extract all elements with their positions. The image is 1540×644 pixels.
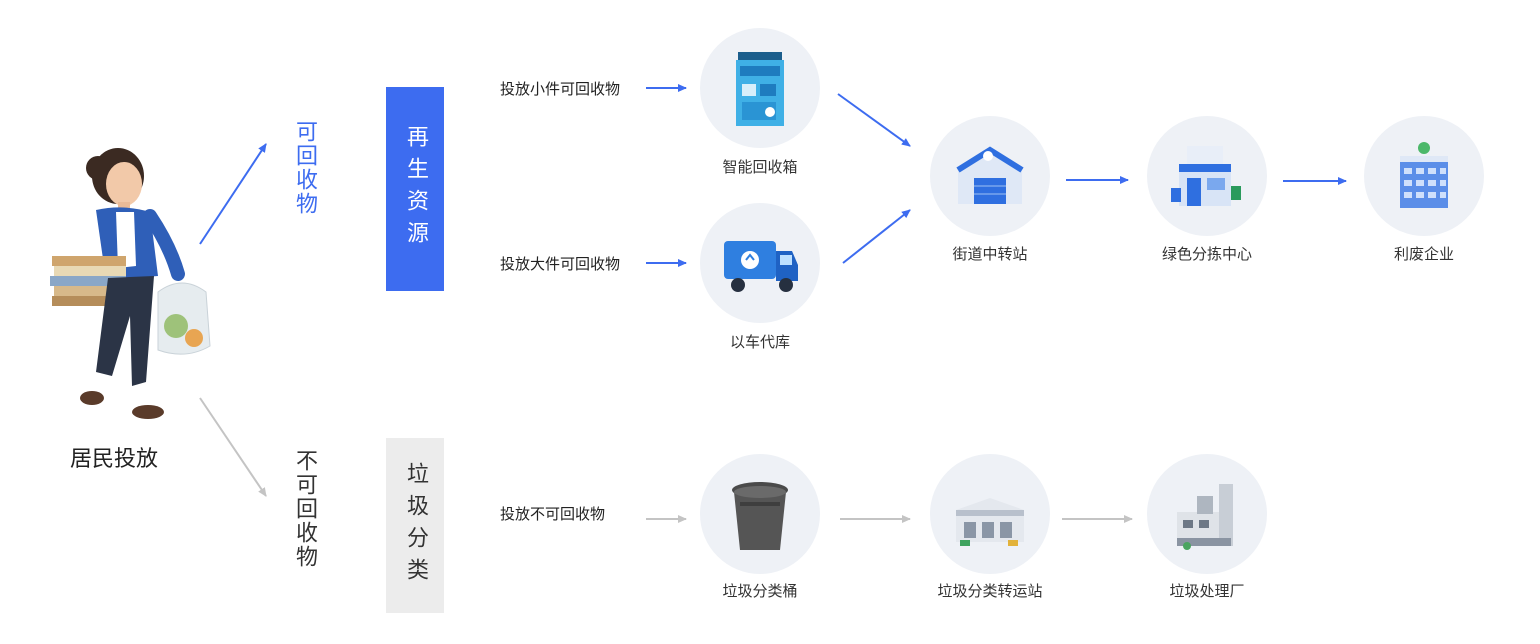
- nonrecyclable-label: 不可回收物: [292, 449, 317, 569]
- street-station-node: [930, 116, 1050, 236]
- sorting-center-node: [1147, 116, 1267, 236]
- route-nonrecyclable: 投放不可回收物: [500, 505, 606, 523]
- enterprise-node: [1364, 116, 1484, 236]
- sorting-center-label: 绿色分拣中心: [1161, 245, 1252, 263]
- smart-box-label: 智能回收箱: [722, 158, 798, 176]
- plant-label: 垃圾处理厂: [1169, 582, 1245, 600]
- truck-node: [700, 203, 820, 323]
- sorting-building-icon: [1171, 146, 1241, 206]
- transfer-station-label: 垃圾分类转运站: [937, 582, 1043, 600]
- enterprise-label: 利废企业: [1393, 245, 1454, 263]
- bin-node: [700, 454, 820, 574]
- recycling-truck-icon: [724, 241, 798, 292]
- trash-bin-icon: [732, 482, 788, 550]
- bin-label: 垃圾分类桶: [722, 582, 798, 600]
- resident-illustration: [46, 146, 216, 430]
- renewable-resources-label: 再生资源: [403, 125, 428, 253]
- truck-label: 以车代库: [729, 333, 790, 351]
- warehouse-icon: [956, 146, 1024, 204]
- factory-icon: [1177, 484, 1233, 550]
- resident-label: 居民投放: [70, 447, 159, 472]
- waste-sorting-box: 垃圾分类: [386, 438, 444, 613]
- waste-sorting-label: 垃圾分类: [403, 461, 428, 590]
- office-building-icon: [1400, 142, 1448, 208]
- smart-box-node: [700, 28, 820, 148]
- arrow-truck-to-station: [842, 209, 911, 264]
- street-station-label: 街道中转站: [952, 245, 1028, 263]
- route-small-recyclable: 投放小件可回收物: [500, 80, 621, 98]
- plant-node: [1147, 454, 1267, 574]
- route-large-recyclable: 投放大件可回收物: [500, 255, 621, 273]
- renewable-resources-box: 再生资源: [386, 87, 444, 291]
- smart-recycling-box-icon: [736, 52, 784, 126]
- recyclable-label: 可回收物: [292, 120, 317, 216]
- transfer-station-icon: [956, 498, 1024, 546]
- transfer-station-node: [930, 454, 1050, 574]
- arrow-smartbox-to-station: [837, 93, 911, 147]
